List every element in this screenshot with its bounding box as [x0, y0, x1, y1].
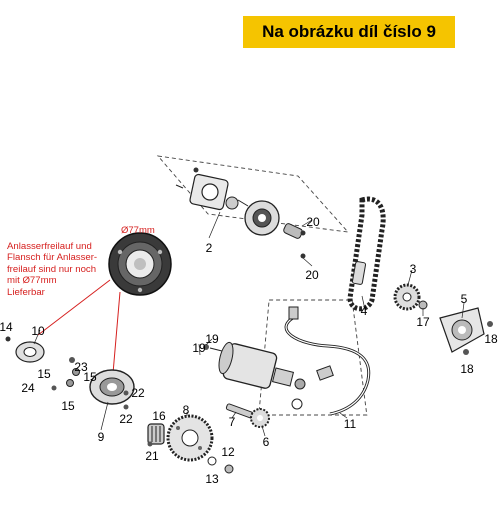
timing-chain	[347, 196, 386, 312]
callout-7: 7	[229, 415, 236, 429]
callout-22: 22	[131, 386, 145, 400]
callout-11: 11	[344, 417, 357, 431]
callout-19: 19	[205, 332, 219, 346]
sprocket	[393, 283, 428, 311]
callout-8: 8	[183, 403, 190, 417]
callout-15: 15	[37, 367, 51, 381]
callout-12: 12	[221, 445, 235, 459]
callout-4: 4	[361, 304, 368, 318]
callout-19: 19	[192, 341, 206, 355]
washers	[207, 456, 234, 474]
banner-text: Na obrázku díl číslo 9	[262, 22, 436, 41]
callout-3: 3	[410, 262, 417, 276]
note-line: Lieferbar	[7, 286, 45, 298]
callout-6: 6	[263, 435, 270, 449]
callout-23: 23	[74, 360, 88, 374]
note-line: mit Ø77mm	[7, 275, 57, 287]
callout-17: 17	[416, 315, 430, 329]
callout-5: 5	[461, 292, 468, 306]
callout-24: 24	[21, 381, 35, 395]
starter-clutch	[51, 357, 135, 410]
starter-clutch-photo	[108, 232, 172, 296]
starter-driven-gear	[166, 414, 214, 462]
callout-16: 16	[152, 409, 166, 423]
callout-22: 22	[119, 412, 133, 426]
starter-clutch-housing	[175, 167, 306, 259]
callout-13: 13	[205, 472, 219, 486]
note-line: freilauf sind nur noch	[7, 263, 97, 275]
callout-21: 21	[145, 449, 159, 463]
leader-lines	[33, 211, 465, 437]
part-number-banner: Na obrázku díl číslo 9	[243, 16, 455, 48]
callout-15: 15	[61, 399, 75, 413]
callout-2: 2	[206, 241, 213, 255]
callout-9: 9	[98, 430, 105, 444]
starter-motor-assembly-frame	[258, 299, 368, 416]
needle-bearing	[147, 423, 165, 447]
callout-18: 18	[484, 332, 498, 346]
clutch-flange	[5, 336, 45, 363]
callout-15: 15	[83, 370, 97, 384]
starter-clutch-assembly-frame	[156, 155, 350, 233]
starter-motor	[203, 341, 306, 410]
idler-shaft-and-gear	[225, 403, 270, 428]
cover-flange	[439, 307, 493, 355]
callout-20: 20	[305, 268, 319, 282]
diameter-label: Ø77mm	[121, 225, 155, 236]
reference-line-top	[37, 279, 111, 336]
starter-cable	[284, 306, 371, 416]
callout-14: 14	[0, 320, 13, 334]
note-line: Flansch für Anlasser-	[7, 252, 98, 264]
callout-18: 18	[460, 362, 474, 376]
callout-10: 10	[31, 324, 45, 338]
availability-note: Anlasserfreilauf und Flansch für Anlasse…	[7, 241, 107, 298]
callout-20: 20	[306, 215, 320, 229]
note-line: Anlasserfreilauf und	[7, 241, 92, 252]
